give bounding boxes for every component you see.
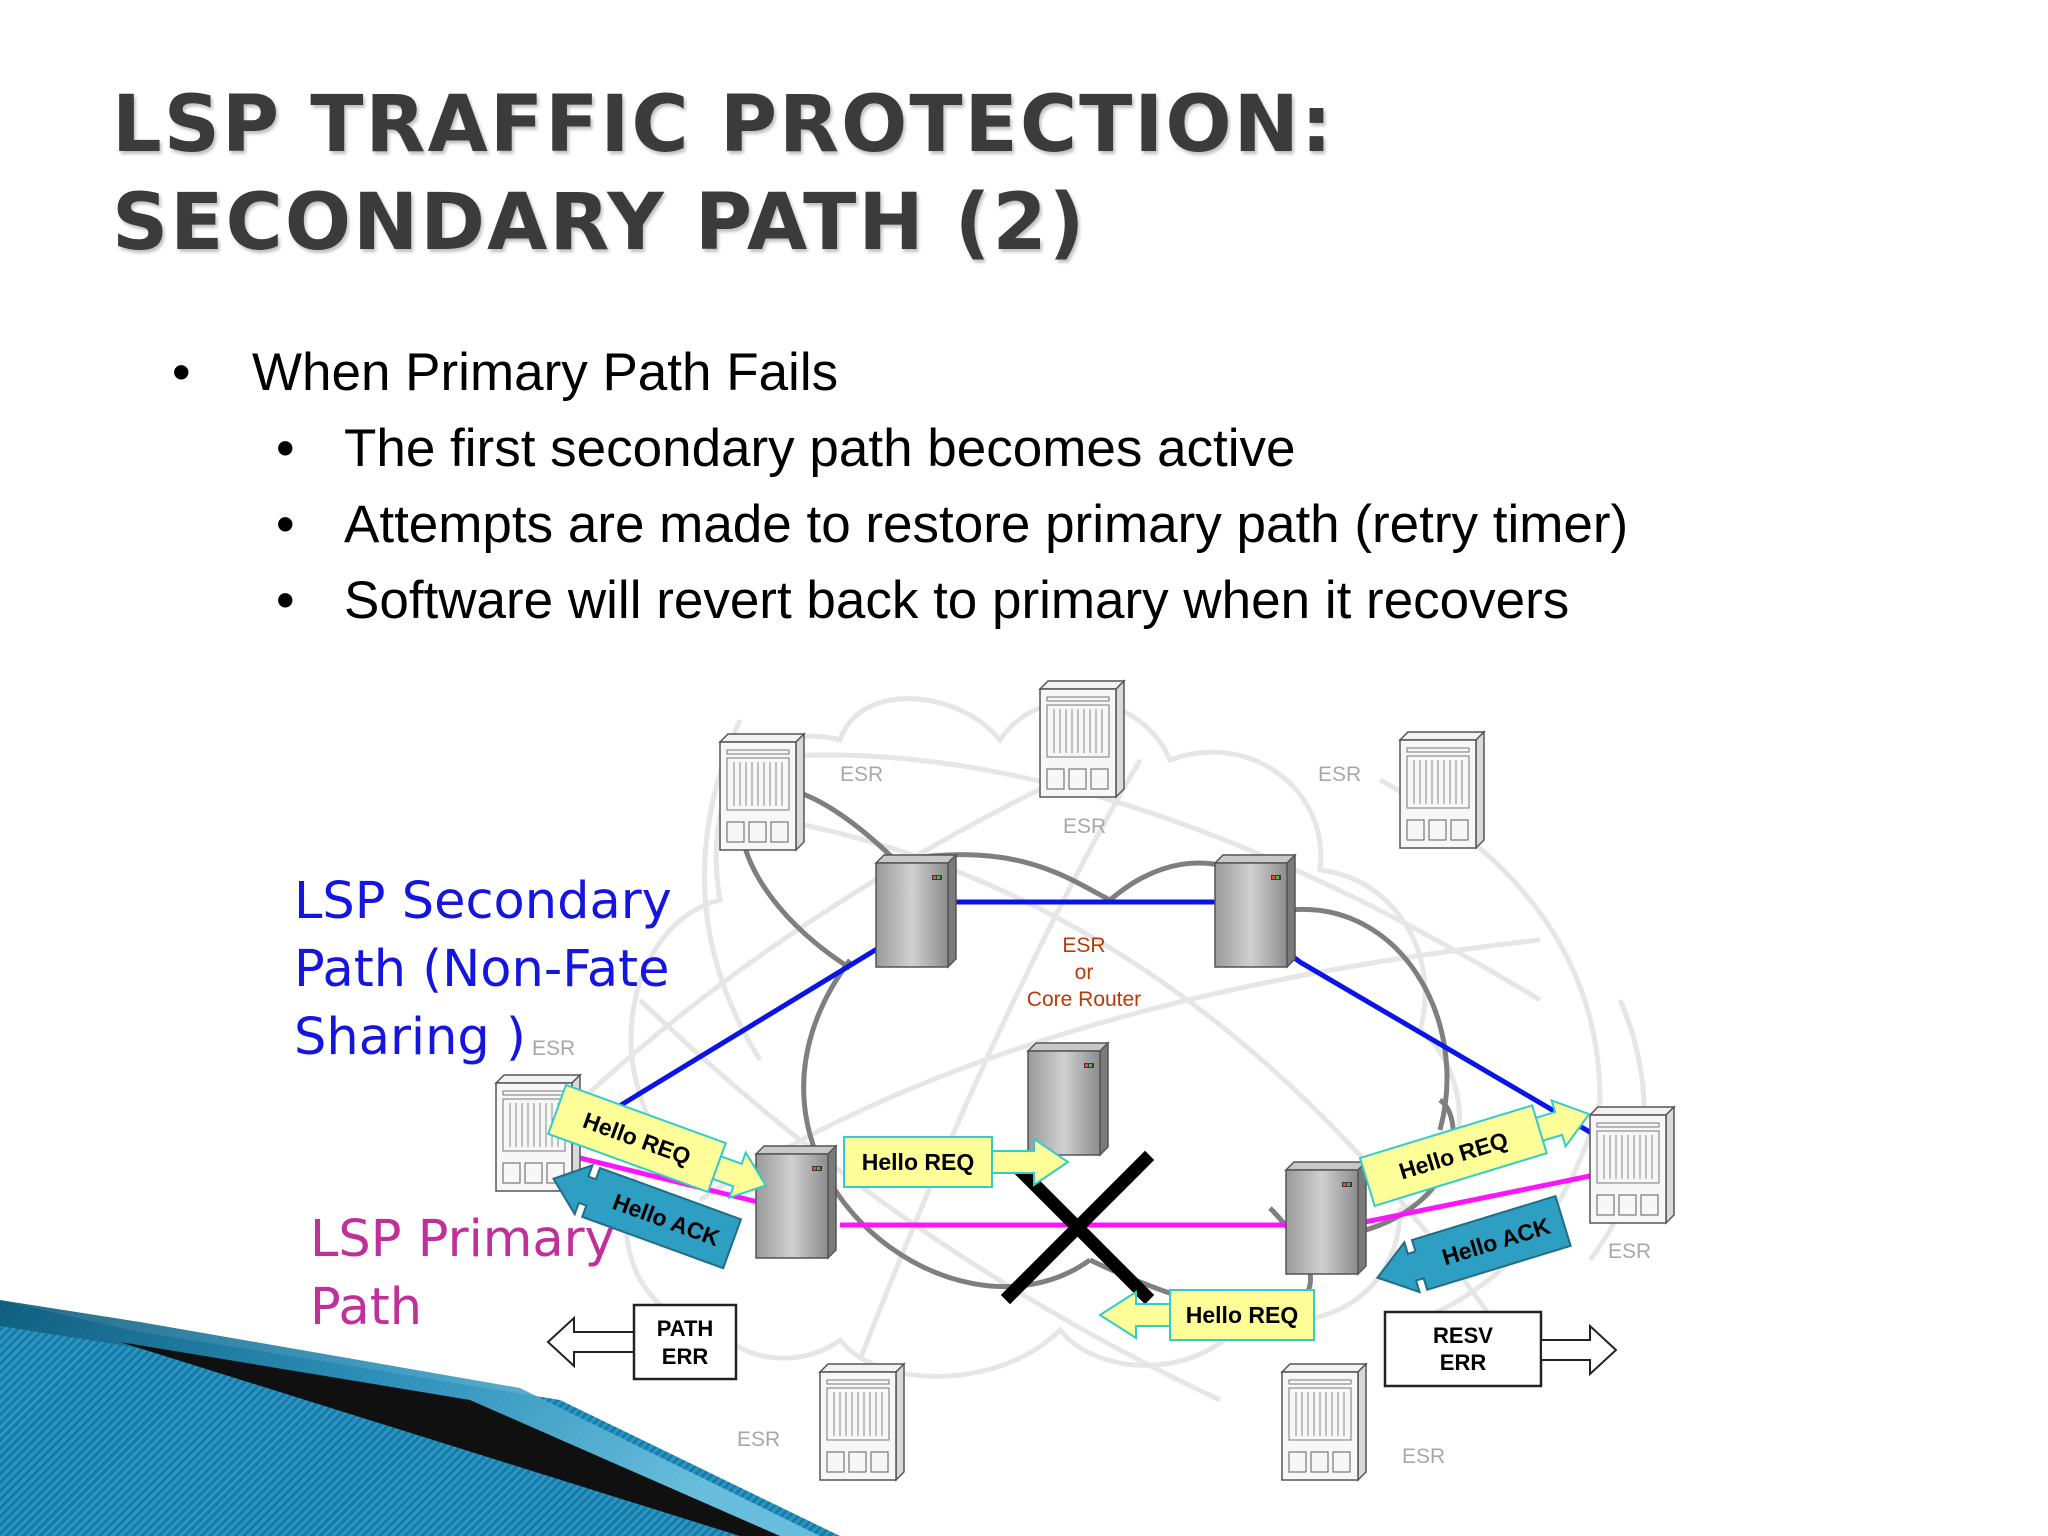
core-router-top-left: [875, 854, 957, 968]
esr-label: ESR: [532, 1037, 575, 1060]
svg-text:PATH: PATH: [657, 1316, 714, 1341]
slide-title: LSP TRAFFIC PROTECTION: SECONDARY PATH (…: [112, 80, 1335, 268]
core-router-center: [1027, 1042, 1109, 1156]
esr-router-right: [1589, 1106, 1675, 1224]
hello-ack-message-left: Hello ACK: [552, 1163, 743, 1270]
bullet-primary-fails: When Primary Path Fails: [252, 343, 839, 402]
esr-router-top-left: [719, 733, 805, 851]
svg-text:Hello REQ: Hello REQ: [1186, 1302, 1298, 1328]
svg-text:LSP Secondary: LSP Secondary: [294, 872, 672, 931]
hello-req-message-bottom: Hello REQ: [1098, 1289, 1315, 1341]
resv-err-message: RESV ERR: [1383, 1310, 1618, 1388]
path-err-message: PATH ERR: [546, 1303, 738, 1381]
svg-text:RESV: RESV: [1433, 1323, 1493, 1348]
esr-label: ESR: [1063, 815, 1106, 838]
svg-text:or: or: [1075, 961, 1094, 984]
bullet-marker: •: [276, 495, 295, 554]
hello-req-message-center: Hello REQ: [843, 1136, 1070, 1188]
bullet-marker: •: [172, 343, 191, 402]
svg-text:Hello REQ: Hello REQ: [862, 1149, 974, 1175]
lsp-secondary-path-label: LSP Secondary Path (Non-Fate Sharing ): [294, 872, 672, 1067]
svg-text:Path: Path: [310, 1278, 422, 1337]
svg-text:Sharing ): Sharing ): [294, 1008, 526, 1067]
core-router-right: [1285, 1161, 1367, 1275]
hello-req-message-right: Hello REQ: [1358, 1098, 1591, 1208]
esr-router-top-center: [1039, 680, 1125, 798]
svg-text:ESR: ESR: [1062, 934, 1105, 957]
core-router-top-right: [1214, 854, 1296, 968]
svg-text:LSP Primary: LSP Primary: [310, 1210, 615, 1269]
bullet-marker: •: [276, 419, 295, 478]
svg-text:Path (Non-Fate: Path (Non-Fate: [294, 940, 670, 999]
svg-text:ERR: ERR: [662, 1344, 709, 1369]
esr-label: ESR: [840, 763, 883, 786]
svg-text:ERR: ERR: [1440, 1350, 1487, 1375]
esr-router-bottom-right: [1281, 1363, 1367, 1481]
lsp-secondary-path-line: [578, 899, 1602, 1141]
bullet-secondary-active: The first secondary path becomes active: [344, 419, 1296, 478]
esr-router-top-right: [1399, 731, 1485, 849]
core-router-left: [755, 1145, 837, 1259]
link-failure-x-icon: [1000, 1150, 1155, 1305]
svg-text:Core Router: Core Router: [1027, 988, 1141, 1011]
lsp-primary-path-label: LSP Primary Path: [310, 1210, 615, 1337]
esr-label: ESR: [737, 1428, 780, 1451]
core-router-label: ESR or Core Router: [1027, 934, 1141, 1011]
esr-label: ESR: [1318, 763, 1361, 786]
bullet-restore-attempts: Attempts are made to restore primary pat…: [344, 495, 1629, 554]
bullet-revert: Software will revert back to primary whe…: [344, 571, 1570, 630]
esr-router-bottom-left: [819, 1363, 905, 1481]
bullet-marker: •: [276, 571, 295, 630]
slide-swoosh-decoration: [0, 1300, 840, 1536]
esr-label: ESR: [1608, 1240, 1651, 1263]
esr-label: ESR: [1402, 1445, 1445, 1468]
